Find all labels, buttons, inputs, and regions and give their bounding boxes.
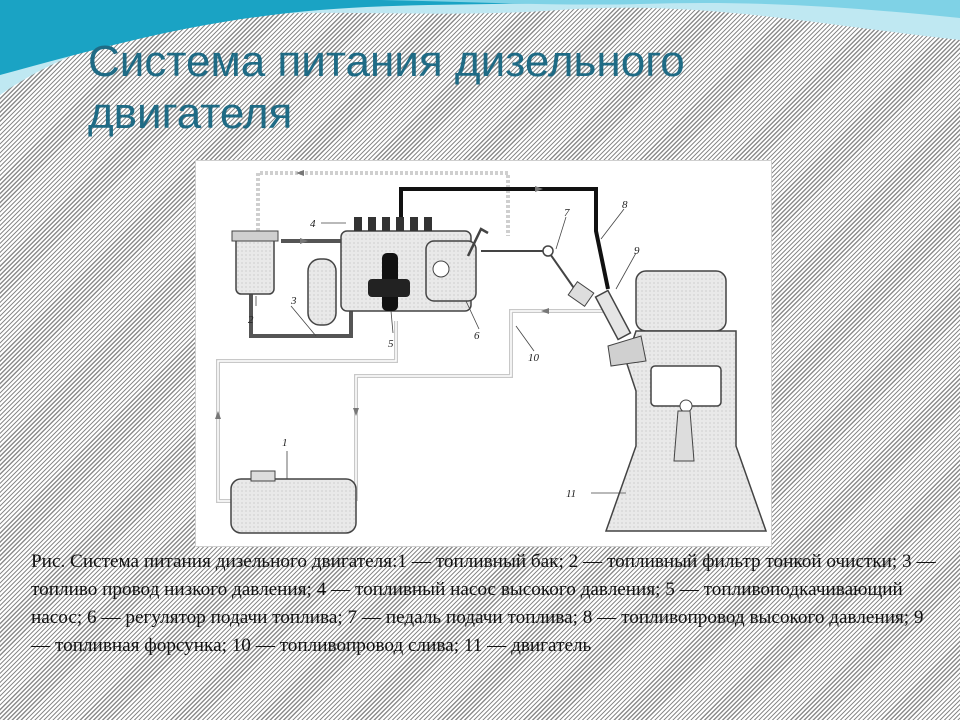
figure-caption: Рис. Система питания дизельного двигател… (31, 551, 936, 656)
label-hp-pump: 4 (310, 218, 316, 230)
intake-port (607, 335, 647, 367)
engine-head (635, 270, 727, 332)
bleed-line (256, 171, 510, 236)
pedal-linkage (481, 250, 577, 292)
fuel-tank (230, 478, 357, 534)
feed-pump-body (368, 279, 410, 297)
connecting-rod (673, 410, 695, 462)
flow-arrows (215, 170, 549, 419)
diagram-canvas: 1 2 3 4 5 6 7 8 9 10 11 (215, 170, 768, 534)
fuel-system-diagram: 1 2 3 4 5 6 7 8 9 10 11 (195, 160, 772, 547)
pedal-pivot (542, 245, 554, 257)
filter-head (231, 230, 279, 242)
slide-title: Система питания дизельного двигателя (88, 37, 685, 138)
label-feed-pump: 5 (388, 338, 394, 350)
label-drain-line: 10 (528, 352, 540, 364)
drain-line-inner (355, 310, 606, 501)
drain-line (354, 309, 606, 501)
low-pressure-line (249, 291, 353, 338)
fuel-injector (594, 289, 632, 341)
header-wave-decoration (0, 0, 960, 95)
drive-coupling (307, 258, 337, 326)
piston-pin (679, 399, 693, 413)
regulator-lever (466, 227, 489, 257)
label-pedal: 7 (564, 207, 570, 219)
regulator-eye (432, 260, 450, 278)
label-hp-line: 8 (622, 199, 628, 211)
label-injector: 9 (634, 245, 640, 257)
suction-line-inner (217, 321, 397, 502)
accelerator-pedal (567, 281, 595, 307)
high-pressure-line (399, 187, 610, 290)
label-filter: 2 (248, 314, 254, 326)
leader-lines (255, 208, 637, 494)
tank-cap (250, 470, 276, 482)
label-tank: 1 (282, 437, 288, 449)
label-low-pressure-line: 3 (290, 295, 297, 307)
pump-sections (354, 217, 432, 231)
label-engine: 11 (566, 488, 576, 500)
fuel-regulator (425, 240, 477, 302)
label-regulator: 6 (474, 330, 480, 342)
suction-line (216, 321, 398, 503)
fine-filter (235, 235, 275, 295)
